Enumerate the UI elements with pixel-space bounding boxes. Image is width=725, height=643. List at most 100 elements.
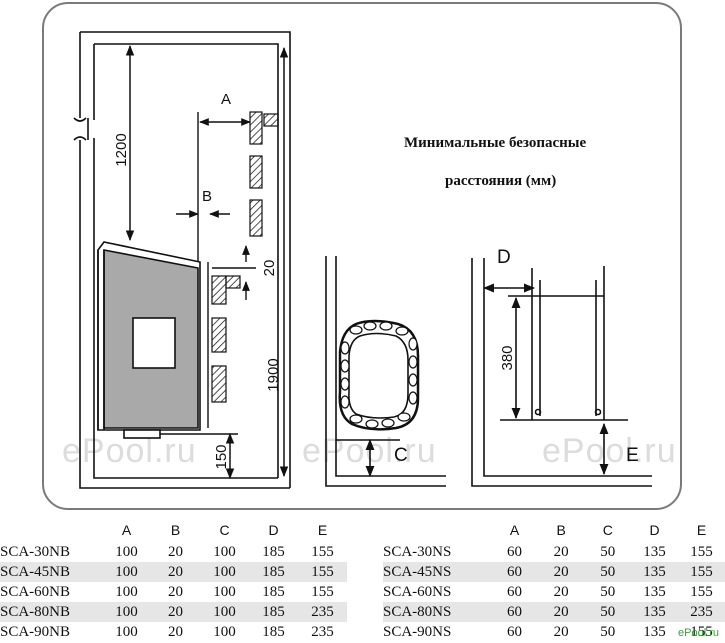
dim-150 bbox=[160, 432, 238, 480]
table-header-cell bbox=[383, 518, 491, 542]
table-cell: 235 bbox=[311, 624, 334, 640]
table-cell: 60 bbox=[491, 562, 538, 582]
corner-outer bbox=[325, 256, 446, 487]
table-cell: 135 bbox=[643, 584, 666, 600]
diagram-frame bbox=[42, 2, 682, 510]
table-cell: 60 bbox=[507, 584, 523, 600]
table-cell: 20 bbox=[553, 624, 569, 640]
table-cell: 155 bbox=[690, 624, 713, 640]
table-cell: 185 bbox=[262, 584, 285, 600]
table-row: SCA-30NS 60 20 50 135 155 bbox=[383, 542, 725, 562]
front-corner-outer bbox=[471, 258, 652, 487]
table-cell: SCA-80NS bbox=[383, 602, 492, 622]
table-row: SCA-90NS 60 20 50 135 155 bbox=[383, 622, 725, 642]
dim-20 bbox=[212, 245, 256, 300]
table-header-cell bbox=[0, 518, 102, 542]
wall-outer bbox=[79, 31, 291, 489]
dim-e-label: E bbox=[626, 445, 639, 466]
front-view bbox=[471, 258, 652, 487]
table-cell: 20 bbox=[168, 544, 183, 560]
table-header-cell: E bbox=[696, 522, 707, 538]
table-row: SCA-90NB 100 20 100 185 235 bbox=[0, 622, 347, 642]
table-cell: 155 bbox=[690, 584, 713, 600]
table-cell: 100 bbox=[115, 624, 138, 640]
table-cell: 20 bbox=[553, 584, 569, 600]
dim-1900-label: 1900 bbox=[265, 358, 282, 391]
title-line-1: Минимальные безопасные bbox=[404, 135, 587, 151]
table-cell: 155 bbox=[678, 562, 725, 582]
table-cell: 100 bbox=[200, 562, 249, 582]
table-cell: 100 bbox=[213, 544, 236, 560]
table-header-cell: B bbox=[556, 522, 566, 538]
table-cell: 235 bbox=[298, 602, 347, 622]
table-row: SCA-80NS 60 20 50 135 235 bbox=[383, 602, 725, 622]
table-cell: 50 bbox=[584, 602, 632, 622]
table-cell: 20 bbox=[537, 602, 585, 622]
table-cell: 20 bbox=[553, 544, 569, 560]
table-cell: 100 bbox=[200, 602, 249, 622]
table-cell: 50 bbox=[600, 584, 616, 600]
spec-table-ns: A B C D E SCA-30NS 60 20 50 135 155 SCA-… bbox=[383, 518, 725, 642]
corner-inner bbox=[335, 256, 446, 477]
table-cell: 100 bbox=[102, 562, 151, 582]
dim-a-label: A bbox=[221, 91, 231, 108]
stones-ring bbox=[340, 321, 418, 429]
table-header-cell: A bbox=[121, 522, 132, 538]
table-cell: 135 bbox=[631, 602, 678, 622]
table-cell: 155 bbox=[690, 544, 713, 560]
dim-20-label: 20 bbox=[261, 260, 278, 277]
rail-lines bbox=[197, 112, 209, 428]
spec-table-nb: A B C D E SCA-30NB 100 20 100 185 155 SC… bbox=[0, 518, 347, 642]
table-cell: SCA-60NS bbox=[383, 584, 452, 600]
table-cell: 50 bbox=[600, 544, 616, 560]
table-cell: SCA-80NB bbox=[0, 602, 102, 622]
wall-break bbox=[73, 117, 87, 141]
heater-window bbox=[132, 317, 176, 369]
table-header-cell: A bbox=[509, 522, 520, 538]
table-cell: 155 bbox=[298, 562, 347, 582]
table-cell: 100 bbox=[213, 624, 236, 640]
dim-380-label: 380 bbox=[499, 345, 516, 370]
table-header-cell: D bbox=[268, 522, 279, 538]
table-cell: SCA-30NB bbox=[0, 544, 71, 560]
table-cell: SCA-45NB bbox=[0, 562, 102, 582]
dim-d-label: D bbox=[497, 247, 511, 268]
table-cell: SCA-60NB bbox=[0, 584, 71, 600]
table-header-row: A B C D E bbox=[0, 518, 347, 542]
table-cell: SCA-90NB bbox=[0, 624, 71, 640]
heater-top-inner bbox=[348, 332, 409, 419]
table-cell: SCA-45NS bbox=[383, 562, 492, 582]
table-header-row: A B C D E bbox=[383, 518, 725, 542]
table-cell: 185 bbox=[262, 624, 285, 640]
hatched-wall-upper bbox=[249, 111, 279, 237]
table-cell: 20 bbox=[168, 584, 183, 600]
table-cell: 50 bbox=[584, 562, 632, 582]
title-line-2: расстояния (мм) bbox=[445, 173, 557, 189]
table-cell: 60 bbox=[507, 544, 523, 560]
dim-c-label: C bbox=[394, 445, 408, 466]
table-cell: 20 bbox=[168, 624, 183, 640]
table-row: SCA-60NB 100 20 100 185 155 bbox=[0, 582, 347, 602]
table-cell: 135 bbox=[643, 624, 666, 640]
table-header-cell: E bbox=[317, 522, 328, 538]
table-cell: 20 bbox=[151, 562, 200, 582]
side-view bbox=[73, 31, 291, 489]
table-cell: 100 bbox=[213, 584, 236, 600]
table-cell: 100 bbox=[102, 602, 151, 622]
table-cell: 20 bbox=[151, 602, 200, 622]
table-row: SCA-45NS 60 20 50 135 155 bbox=[383, 562, 725, 582]
clearance-diagram: ePool.ru ePool.ru ePool.ru 1200 1900 150 bbox=[62, 31, 676, 489]
table-cell: 100 bbox=[115, 584, 138, 600]
table-row: SCA-80NB 100 20 100 185 235 bbox=[0, 602, 347, 622]
table-cell: 50 bbox=[600, 624, 616, 640]
table-cell: 60 bbox=[507, 624, 523, 640]
table-cell: 185 bbox=[249, 562, 298, 582]
brand-watermark: ePool.ru bbox=[678, 627, 719, 639]
table-cell: 155 bbox=[311, 544, 334, 560]
table-cell: 185 bbox=[249, 602, 298, 622]
table-header-cell: B bbox=[170, 522, 181, 538]
table-header-cell: C bbox=[219, 522, 230, 538]
table-cell: SCA-90NS bbox=[383, 624, 452, 640]
wall-inner bbox=[93, 43, 279, 479]
dim-150-label: 150 bbox=[213, 444, 230, 469]
